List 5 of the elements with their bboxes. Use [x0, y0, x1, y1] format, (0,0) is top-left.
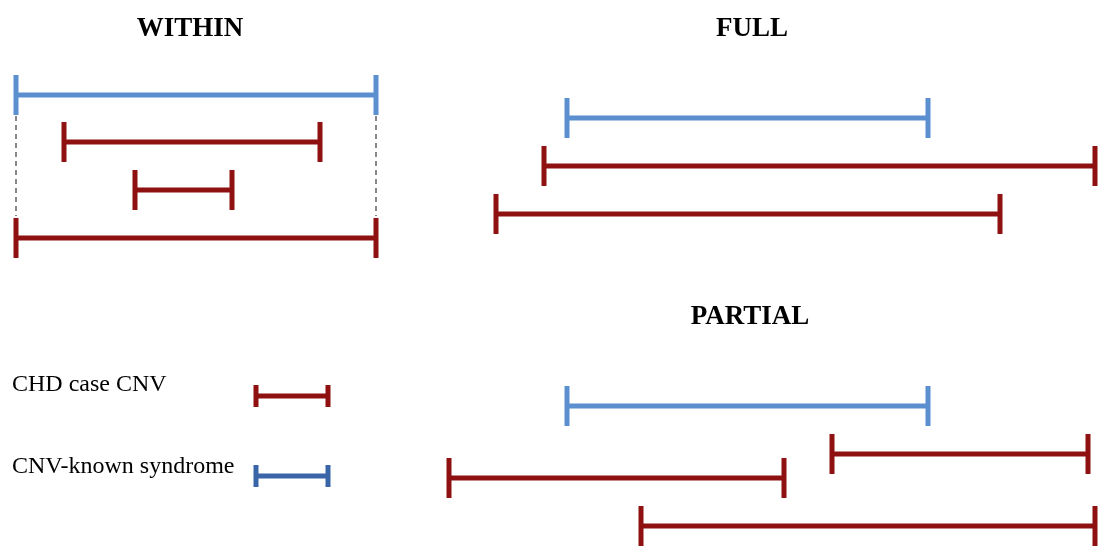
- legend-label: CHD case CNV: [12, 370, 167, 397]
- section-heading: PARTIAL: [690, 300, 810, 331]
- legend-label: CNV-known syndrome: [12, 452, 235, 479]
- section-heading: WITHIN: [136, 12, 244, 43]
- section-heading: FULL: [716, 12, 788, 43]
